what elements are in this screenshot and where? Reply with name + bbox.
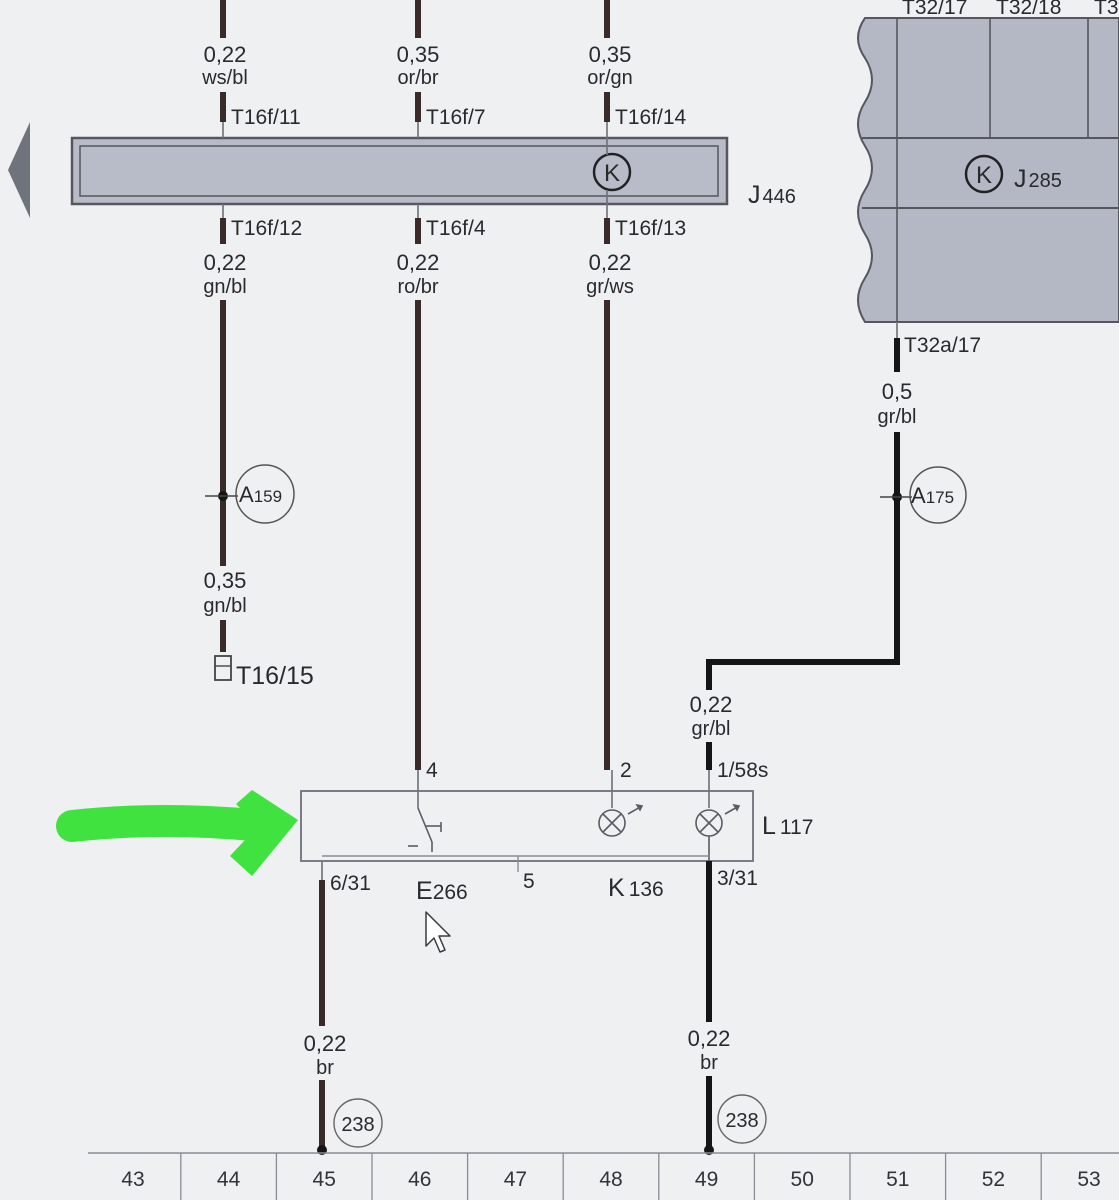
wire-size-label: 0,22	[589, 250, 632, 275]
wire-color-label: gn/bl	[203, 595, 246, 617]
pin-label: T16f/13	[615, 217, 686, 240]
pin-label: 1/58s	[717, 759, 768, 782]
wire-color-label: ro/br	[397, 276, 438, 298]
pin-label: T16f/7	[426, 106, 486, 129]
axis-column-number: 52	[982, 1168, 1005, 1191]
nav-left-arrow-icon[interactable]	[8, 122, 30, 218]
wire	[706, 432, 900, 690]
axis-column-number: 53	[1077, 1168, 1100, 1191]
splice-ring	[235, 464, 295, 524]
component-box-outline	[300, 790, 754, 862]
wire-color-label: br	[700, 1052, 718, 1074]
axis-column-number: 50	[791, 1168, 814, 1191]
connector-t16-15: T16/15	[214, 655, 314, 690]
wire-size-label: 0,35	[589, 42, 632, 67]
wire-size-label: 0,5	[882, 379, 913, 404]
wire-color-label: gn/bl	[203, 276, 246, 298]
splice-a159: A159	[205, 464, 295, 524]
wire-size-label: 0,35	[204, 568, 247, 593]
wire-size-label: 0,22	[397, 250, 440, 275]
module-j446-body	[70, 136, 729, 206]
axis-column-number: 45	[313, 1168, 336, 1191]
pin-label: T16f/12	[231, 217, 302, 240]
splice-label: A159	[239, 482, 282, 507]
highlight-arrow-head	[230, 790, 298, 876]
component-e266-label: E266	[416, 877, 468, 905]
pin-label: T16/15	[236, 662, 314, 690]
lamp-k136-icon	[598, 803, 644, 837]
wire-size-label: 0,22	[204, 42, 247, 67]
ground-ref-ring	[717, 1094, 767, 1144]
pin-label: 4	[426, 759, 438, 782]
wire-color-label: or/gn	[587, 67, 633, 89]
wire-color-label: or/br	[397, 67, 438, 89]
wire-size-label: 0,22	[690, 692, 733, 717]
connector-label: T3	[1094, 0, 1119, 19]
highlight-arrow-icon	[56, 790, 298, 876]
k-symbol-icon	[964, 154, 1004, 194]
wire-size-label: 0,22	[688, 1026, 731, 1051]
axis-column-number: 49	[695, 1168, 718, 1191]
pin-label: 2	[620, 759, 632, 782]
splice-a175: A175	[880, 466, 967, 524]
pin-label: 3/31	[717, 867, 758, 890]
pin-label: T16f/11	[231, 106, 301, 129]
axis-column-number: 43	[121, 1168, 144, 1191]
pin-label: T16f/4	[426, 217, 486, 240]
highlight-arrow-shaft	[56, 805, 280, 842]
ground-wires: 0,22 br 0,22 br 238 238	[304, 861, 767, 1155]
pin-label: 6/31	[330, 872, 371, 895]
wire-color-label: br	[316, 1057, 334, 1079]
wire-color-label: gr/ws	[586, 276, 634, 298]
ground-ref-ring	[333, 1098, 383, 1148]
connector-box	[214, 655, 232, 681]
pin-label: T32a/17	[904, 334, 981, 357]
module-j285-body	[857, 17, 1119, 323]
connector-label: T32/18	[996, 0, 1061, 19]
wire-color-label: gr/bl	[692, 718, 731, 740]
wire-group-middle: T16f/12 T16f/4 T16f/13 0,22 gn/bl 0,22 r…	[203, 190, 686, 770]
axis-column-number: 44	[217, 1168, 241, 1191]
wire-group-top: 0,22 ws/bl 0,35 or/br 0,35 or/gn T16f/11…	[201, 0, 687, 155]
wire-size-label: 0,22	[204, 250, 247, 275]
splice-label: A175	[911, 483, 954, 508]
mouse-cursor-icon	[425, 911, 451, 953]
pin-label: T16f/14	[615, 106, 687, 129]
axis-column-number: 47	[504, 1168, 527, 1191]
splice-ring	[909, 466, 967, 524]
connector-label: T32/17	[902, 0, 967, 19]
ground-ref-label: 238	[725, 1110, 758, 1132]
axis-ticks: 43 44 45 46 47 48 49 50 51 52 53	[121, 1153, 1101, 1200]
axis-column-number: 46	[408, 1168, 431, 1191]
wire-size-label: 0,35	[397, 42, 440, 67]
lamp-l117-icon	[695, 803, 741, 861]
wire-size-label: 0,22	[304, 1031, 347, 1056]
module-j446-inner	[79, 145, 719, 197]
k-symbol-letter: K	[976, 162, 992, 189]
wire-color-label: ws/bl	[201, 67, 248, 89]
pin-label: 5	[523, 870, 535, 893]
wire-color-label: gr/bl	[878, 406, 917, 428]
component-box: 4 2 1/58s	[300, 759, 813, 905]
wire-group-51: T32a/17 0,5 gr/bl 0,22 gr/bl	[690, 322, 981, 770]
ground-ref-label: 238	[341, 1114, 374, 1136]
column-axis: 43 44 45 46 47 48 49 50 51 52 53	[88, 1152, 1119, 1200]
k-symbol-letter: K	[604, 160, 620, 187]
axis-column-number: 48	[599, 1168, 622, 1191]
switch-e266-icon	[408, 807, 442, 852]
k-symbol-icon	[592, 152, 632, 192]
axis-column-number: 51	[886, 1168, 909, 1191]
